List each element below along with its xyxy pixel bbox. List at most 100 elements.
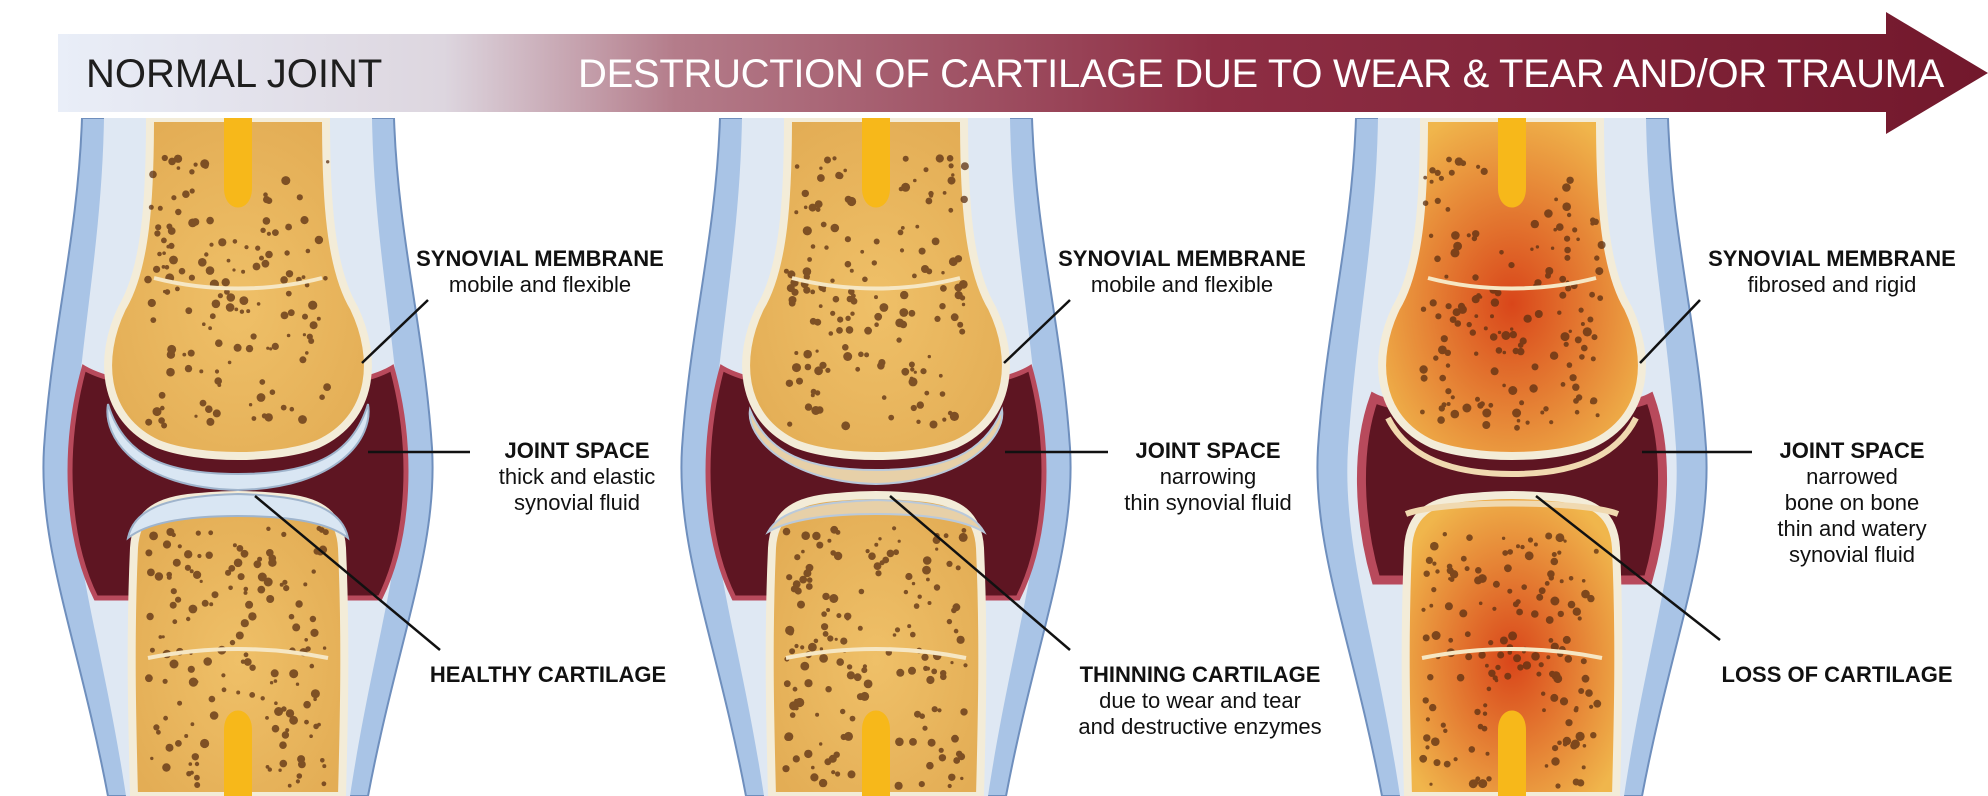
bone-pore — [177, 166, 181, 170]
label-line: due to wear and tear — [1040, 688, 1360, 714]
bone-pore — [1453, 242, 1462, 251]
bone-pore — [271, 669, 279, 677]
bone-pore — [1470, 329, 1476, 335]
bone-pore — [840, 174, 844, 178]
bone-pore — [202, 600, 209, 607]
bone-pore — [1421, 307, 1426, 312]
bone-pore — [926, 578, 930, 582]
bone-pore — [234, 344, 242, 352]
bone-pore — [185, 565, 191, 571]
bone-pore — [1565, 719, 1572, 726]
bone-pore — [1465, 653, 1472, 660]
bone-pore — [1575, 410, 1580, 415]
bone-pore — [1543, 406, 1548, 411]
bone-pore — [210, 313, 216, 319]
bone-pore — [1568, 601, 1576, 609]
bone-pore — [816, 350, 819, 353]
label-heading: SYNOVIAL MEMBRANE — [1676, 246, 1988, 272]
bone-pore — [824, 157, 831, 164]
bone-pore — [794, 554, 800, 560]
bone-pore — [254, 560, 262, 568]
bone-pore — [284, 250, 289, 255]
normal-joint-title: NORMAL JOINT — [86, 50, 382, 98]
bone-pore — [1479, 602, 1483, 606]
bone-pore — [1550, 694, 1558, 702]
bone-pore — [1432, 562, 1436, 566]
bone-pore — [1423, 200, 1429, 206]
cartilage-destruction-title: DESTRUCTION OF CARTILAGE DUE TO WEAR & T… — [578, 50, 1944, 98]
bone-pore — [909, 310, 916, 317]
bone-pore — [272, 725, 280, 733]
bone-pore — [1429, 783, 1432, 786]
bone-pore — [1531, 652, 1540, 661]
bone-pore — [1421, 608, 1425, 612]
bone-pore — [246, 309, 250, 313]
bone-pore — [851, 298, 858, 305]
bone-pore — [288, 784, 292, 788]
bone-pore — [1550, 597, 1559, 606]
bone-pore — [939, 374, 943, 378]
bone-pore — [249, 403, 252, 406]
bone-pore — [878, 537, 881, 540]
bone-pore — [1508, 262, 1514, 268]
bone-pore — [162, 251, 166, 255]
bone-pore — [1485, 664, 1489, 668]
bone-pore — [192, 753, 199, 760]
bone-pore — [212, 591, 219, 598]
bone-pore — [887, 550, 895, 558]
bone-pore — [944, 533, 949, 538]
bone-pore — [1491, 298, 1499, 306]
bone-pore — [845, 261, 852, 268]
bone-pore — [951, 735, 959, 743]
bone-pore — [923, 666, 928, 671]
bone-pore — [793, 755, 800, 762]
bone-pore — [1432, 631, 1441, 640]
bone-pore — [821, 611, 827, 617]
bone-pore — [313, 724, 319, 730]
bone-pore — [845, 196, 852, 203]
bone-pore — [962, 303, 965, 306]
bone-pore — [825, 368, 830, 373]
bone-pore — [189, 678, 198, 687]
bone-pore — [1557, 311, 1561, 315]
bone-pore — [924, 391, 929, 396]
synovial-membrane-label: SYNOVIAL MEMBRANE mobile and flexible — [1022, 246, 1342, 298]
bone-pore — [842, 344, 849, 351]
bone-pore — [170, 660, 179, 669]
bone-pore — [1501, 331, 1510, 340]
bone-pore — [1514, 425, 1520, 431]
bone-pore — [840, 638, 847, 645]
bone-pore — [280, 583, 284, 587]
damaged-joint-illustration — [1312, 118, 1712, 796]
bone-pore — [303, 333, 306, 336]
bone-pore — [1502, 537, 1505, 540]
bone-pore — [805, 364, 812, 371]
bone-pore — [910, 367, 914, 371]
bone-pore — [810, 773, 818, 781]
bone-pore — [172, 533, 176, 537]
bone-pore — [858, 352, 864, 358]
bone-pore — [825, 686, 831, 692]
bone-pore — [234, 559, 243, 568]
bone-pore — [1559, 292, 1566, 299]
bone-pore — [184, 550, 192, 558]
bone-pore — [175, 597, 181, 603]
bone-pore — [210, 711, 219, 720]
bone-pore — [808, 643, 817, 652]
bone-pore — [1516, 609, 1523, 616]
bone-pore — [1498, 331, 1501, 334]
bone-pore — [1525, 551, 1534, 560]
bone-pore — [962, 528, 967, 533]
bone-pore — [193, 571, 201, 579]
bone-pore — [1445, 602, 1453, 610]
bone-pore — [830, 311, 835, 316]
bone-pore — [920, 368, 926, 374]
bone-pore — [1478, 574, 1487, 583]
bone-pore — [288, 309, 295, 316]
bone-pore — [190, 771, 194, 775]
bone-pore — [1474, 709, 1480, 715]
bone-pore — [263, 217, 271, 225]
bone-pore — [1481, 168, 1488, 175]
bone-pore — [1439, 176, 1444, 181]
bone-pore — [286, 291, 292, 297]
